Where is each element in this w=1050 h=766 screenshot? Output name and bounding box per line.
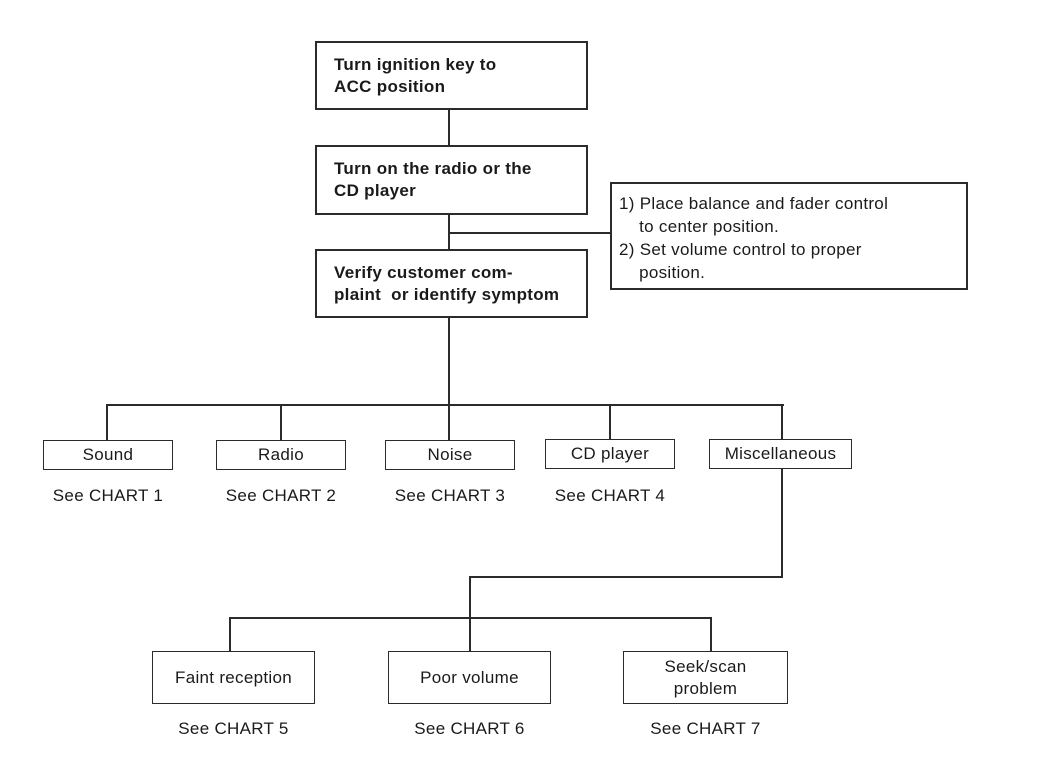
chart-ref-5: See CHART 5 xyxy=(178,719,289,738)
chart-ref-6: See CHART 6 xyxy=(414,719,525,738)
branch-seek-scan-problem: Seek/scan problem xyxy=(623,651,788,704)
branch-radio: Radio xyxy=(216,440,346,470)
connector-line xyxy=(469,576,783,578)
chart-ref-1: See CHART 1 xyxy=(52,486,164,505)
connector-line xyxy=(609,404,611,440)
connector-line xyxy=(469,576,471,619)
connector-line xyxy=(280,404,282,441)
connector-line xyxy=(448,317,450,405)
chart-ref-4: See CHART 4 xyxy=(554,486,666,505)
branch-noise: Noise xyxy=(385,440,515,470)
connector-line xyxy=(448,110,450,146)
connector-line xyxy=(106,404,784,406)
connector-line xyxy=(710,617,712,652)
connector-line xyxy=(448,404,450,441)
branch-poor-volume: Poor volume xyxy=(388,651,551,704)
connector-line xyxy=(469,617,471,652)
flow-step-turn-on-radio: Turn on the radio or the CD player xyxy=(315,145,588,215)
flow-step-turn-ignition: Turn ignition key to ACC position xyxy=(315,41,588,110)
branch-cd-player: CD player xyxy=(545,439,675,469)
flow-step-verify-complaint: Verify customer com- plaint or identify … xyxy=(315,249,588,318)
chart-ref-2: See CHART 2 xyxy=(225,486,337,505)
connector-line xyxy=(449,232,611,234)
connector-line xyxy=(781,404,783,440)
branch-sound: Sound xyxy=(43,440,173,470)
note-box-balance-volume: 1) Place balance and fader control to ce… xyxy=(610,182,968,290)
connector-line xyxy=(106,404,108,441)
branch-miscellaneous: Miscellaneous xyxy=(709,439,852,469)
branch-faint-reception: Faint reception xyxy=(152,651,315,704)
connector-line xyxy=(229,617,231,652)
chart-ref-7: See CHART 7 xyxy=(650,719,761,738)
connector-line xyxy=(781,468,783,578)
chart-ref-3: See CHART 3 xyxy=(394,486,506,505)
